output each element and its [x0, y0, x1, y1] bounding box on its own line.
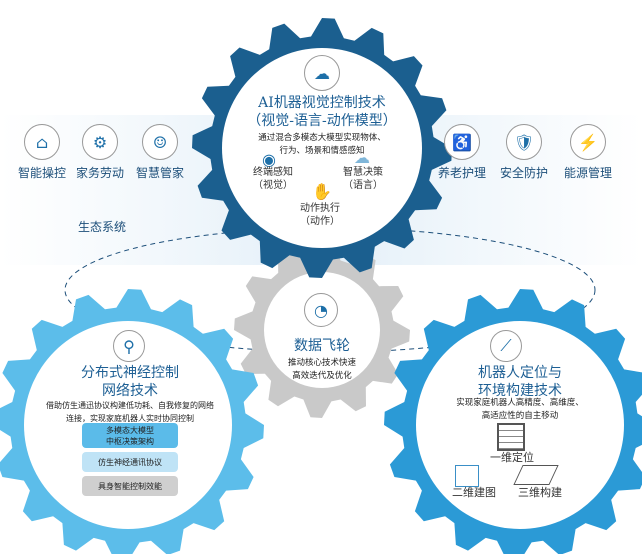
hand-icon: ✋: [312, 182, 332, 201]
right-title-line2: 环境构建技术: [478, 383, 562, 399]
app-smart-home: ⌂ 智能操控: [14, 124, 70, 181]
center-gear-face: [264, 272, 380, 388]
center-desc-line2: 高效迭代及优化: [292, 371, 352, 381]
perception-label: 终端感知 （视觉）: [248, 166, 298, 192]
loc-2d-label: 二维建图: [452, 486, 496, 499]
left-desc-line1: 借助仿生通迅协议构建低功耗、自我修复的网络: [46, 401, 214, 410]
left-title-line2: 网络技术: [102, 383, 158, 399]
top-gear-face: [222, 48, 422, 248]
app-label: 能源管理: [563, 166, 612, 180]
box-embodied-control: 具身智能控制效能: [82, 476, 178, 496]
top-title-line2: （视觉-语言-动作模型）: [247, 113, 397, 129]
floorplan-2d-icon: [455, 465, 479, 487]
smart-home-icon: ⌂: [24, 124, 60, 160]
app-shield-lock: 🛡 安全防护: [496, 124, 552, 181]
loc-1d-label: 一维定位: [490, 451, 534, 464]
network-icon: ⚲: [113, 330, 145, 362]
right-gear-title: 机器人定位与环境构建技术: [450, 364, 590, 400]
eye-icon: ◉: [262, 150, 276, 169]
box-multimodal-decision: 多模态大模型中枢决策架构: [82, 423, 178, 448]
app-label: 智能操控: [17, 166, 66, 180]
energy-icon: ⚡: [570, 124, 606, 160]
loc-3d-label: 三维构建: [518, 486, 562, 499]
right-gear-desc: 实现家庭机器人高精度、高维度、高适应性的自主移动: [430, 397, 610, 423]
app-cleaning-robot: ⚙ 家务劳动: [72, 124, 128, 181]
brain-icon: ☁: [304, 55, 340, 91]
butler-icon: ☺: [142, 124, 178, 160]
cleaning-robot-icon: ⚙: [82, 124, 118, 160]
box1-line2: 中枢决策架构: [106, 436, 154, 446]
robot-arm-icon: ⟋: [490, 330, 522, 362]
action-sub: （动作）: [300, 216, 340, 227]
box-bionic-protocol: 仿生神经通讯协议: [82, 452, 178, 472]
shield-lock-icon: 🛡: [506, 124, 542, 160]
app-label: 安全防护: [499, 166, 548, 180]
app-butler: ☺ 智慧管家: [132, 124, 188, 181]
right-desc-line2: 高适应性的自主移动: [481, 411, 559, 421]
cloud-icon: ☁: [354, 148, 370, 167]
perception-sub: （视觉）: [253, 180, 293, 191]
app-elderly-care: ♿ 养老护理: [434, 124, 490, 181]
decision-sub: （语言）: [343, 180, 383, 191]
top-gear-title: AI机器视觉控制技术 （视觉-语言-动作模型）: [222, 94, 422, 130]
top-desc-line1: 通过混合多模态大模型实现物体、: [258, 133, 386, 143]
center-gear-desc: 推动核心技术快速高效迭代及优化: [262, 357, 382, 383]
elderly-care-icon: ♿: [444, 124, 480, 160]
right-desc-line1: 实现家庭机器人高精度、高维度、: [456, 398, 584, 408]
right-title-line1: 机器人定位与: [478, 365, 562, 381]
top-desc-line2: 行为、场景和情感感知: [279, 146, 365, 156]
perception-text: 终端感知: [253, 167, 293, 178]
pie-chart-icon: ◔: [304, 293, 338, 327]
top-title-line1: AI机器视觉控制技术: [258, 95, 386, 111]
center-gear-title: 数据飞轮: [294, 338, 350, 354]
action-label: 动作执行 （动作）: [295, 202, 345, 228]
center-desc-line1: 推动核心技术快速: [287, 358, 356, 368]
top-gear-desc: 通过混合多模态大模型实现物体、行为、场景和情感感知: [222, 132, 422, 158]
app-label: 智慧管家: [135, 166, 184, 180]
left-gear-title: 分布式神经控制网络技术: [60, 364, 200, 400]
decision-text: 智慧决策: [343, 167, 383, 178]
decision-label: 智慧决策 （语言）: [338, 166, 388, 192]
left-desc-line2: 连接，实现家庭机器人实时协同控制: [66, 414, 194, 423]
app-label: 养老护理: [437, 166, 486, 180]
ecosystem-label: 生态系统: [78, 220, 127, 234]
grid-map-icon: [497, 423, 525, 451]
app-energy: ⚡ 能源管理: [560, 124, 616, 181]
left-title-line1: 分布式神经控制: [81, 365, 179, 381]
box1-line1: 多模态大模型: [106, 425, 154, 435]
app-label: 家务劳动: [75, 166, 124, 180]
left-gear-desc: 借助仿生通迅协议构建低功耗、自我修复的网络连接，实现家庭机器人实时协同控制: [40, 399, 220, 425]
action-text: 动作执行: [300, 203, 340, 214]
